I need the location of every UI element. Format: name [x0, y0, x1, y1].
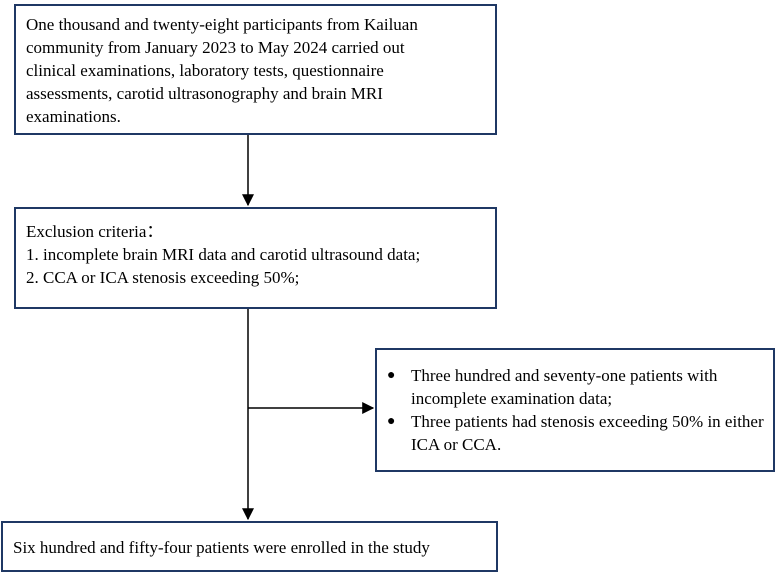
exclusion-criteria-title: Exclusion criteria： — [26, 222, 164, 241]
enrolled-box: Six hundred and fifty-four patients were… — [1, 521, 498, 572]
enrollment-line: clinical examinations, laboratory tests,… — [26, 61, 384, 80]
excluded-item: ● Three patients had stenosis exceeding … — [387, 410, 767, 456]
bullet-icon: ● — [387, 414, 396, 429]
enrollment-line: examinations. — [26, 107, 121, 126]
enrollment-box: One thousand and twenty-eight participan… — [14, 4, 497, 135]
enrollment-line: One thousand and twenty-eight participan… — [26, 15, 418, 34]
exclusion-criterion: 2. CCA or ICA stenosis exceeding 50%; — [26, 268, 300, 287]
excluded-patients-box: ● Three hundred and seventy-one patients… — [375, 348, 775, 472]
enrollment-line: community from January 2023 to May 2024 … — [26, 38, 405, 57]
exclusion-criteria-box: Exclusion criteria： 1. incomplete brain … — [14, 207, 497, 309]
enrollment-line: assessments, carotid ultrasonography and… — [26, 84, 383, 103]
excluded-item-text: Three hundred and seventy-one patients w… — [411, 366, 718, 408]
excluded-item: ● Three hundred and seventy-one patients… — [387, 364, 767, 410]
bullet-icon: ● — [387, 368, 396, 383]
exclusion-criterion: 1. incomplete brain MRI data and carotid… — [26, 245, 421, 264]
enrolled-text: Six hundred and fifty-four patients were… — [13, 538, 430, 557]
excluded-item-text: Three patients had stenosis exceeding 50… — [411, 412, 764, 454]
